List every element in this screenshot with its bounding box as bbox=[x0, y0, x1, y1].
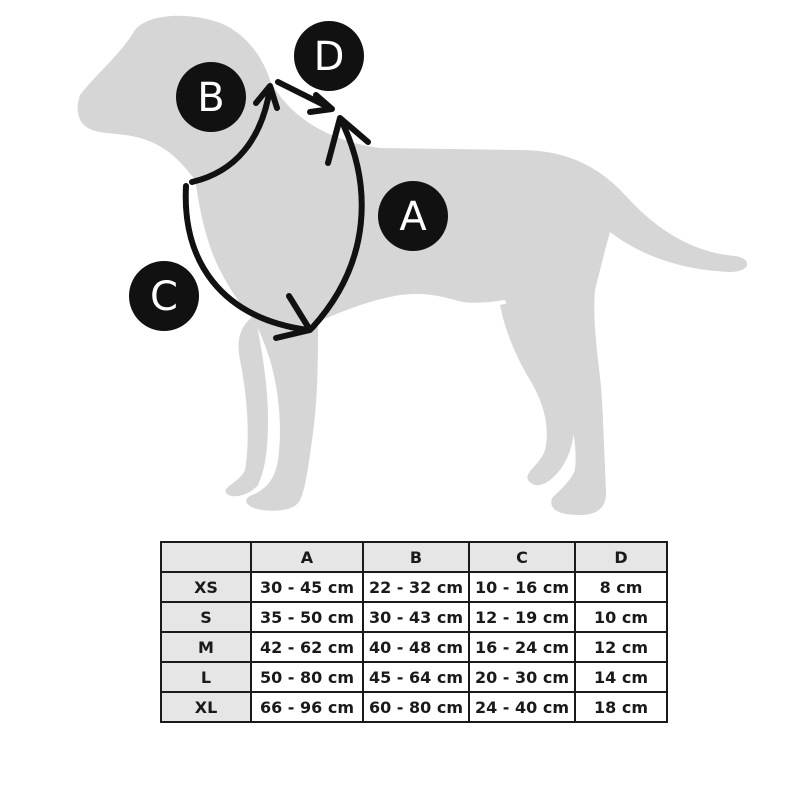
badge-a-circle bbox=[378, 181, 448, 251]
badge-d: D bbox=[294, 21, 364, 91]
badge-d-label: D bbox=[314, 34, 345, 80]
header-b: B bbox=[362, 541, 470, 573]
cell-d: 18 cm bbox=[574, 691, 668, 723]
header-size bbox=[160, 541, 252, 573]
size-chart-body: XS 30 - 45 cm 22 - 32 cm 10 - 16 cm 8 cm… bbox=[160, 571, 668, 723]
size-label: XL bbox=[160, 691, 252, 723]
badge-c-label: C bbox=[150, 274, 178, 320]
badge-c-circle bbox=[129, 261, 199, 331]
cell-a: 50 - 80 cm bbox=[250, 661, 364, 693]
badge-b-label: B bbox=[197, 75, 224, 121]
cell-d: 14 cm bbox=[574, 661, 668, 693]
cell-b: 45 - 64 cm bbox=[362, 661, 470, 693]
size-label: XS bbox=[160, 571, 252, 603]
cell-a: 30 - 45 cm bbox=[250, 571, 364, 603]
size-chart-header: A B C D bbox=[160, 541, 668, 573]
table-row: L 50 - 80 cm 45 - 64 cm 20 - 30 cm 14 cm bbox=[160, 661, 668, 693]
badge-a: A bbox=[378, 181, 448, 251]
cell-a: 35 - 50 cm bbox=[250, 601, 364, 633]
measure-line-b bbox=[189, 85, 273, 185]
size-label: S bbox=[160, 601, 252, 633]
header-row: A B C D bbox=[160, 541, 668, 573]
size-label: L bbox=[160, 661, 252, 693]
dog-front-leg-far bbox=[225, 315, 268, 497]
dog-measurement-diagram: A B C D bbox=[77, 15, 748, 515]
cell-a: 66 - 96 cm bbox=[250, 691, 364, 723]
measure-line-c bbox=[182, 183, 311, 333]
cell-d: 12 cm bbox=[574, 631, 668, 663]
cell-b: 30 - 43 cm bbox=[362, 601, 470, 633]
arrowhead-a bbox=[325, 115, 371, 166]
cell-b: 22 - 32 cm bbox=[362, 571, 470, 603]
measurement-lines bbox=[182, 79, 371, 341]
size-chart-table: A B C D XS 30 - 45 cm 22 - 32 cm 10 - 16… bbox=[160, 541, 668, 723]
cell-b: 60 - 80 cm bbox=[362, 691, 470, 723]
table-row: XL 66 - 96 cm 60 - 80 cm 24 - 40 cm 18 c… bbox=[160, 691, 668, 723]
cell-c: 10 - 16 cm bbox=[468, 571, 576, 603]
cell-d: 8 cm bbox=[574, 571, 668, 603]
badge-b: B bbox=[176, 62, 246, 132]
badge-b-circle bbox=[176, 62, 246, 132]
cell-c: 24 - 40 cm bbox=[468, 691, 576, 723]
header-d: D bbox=[574, 541, 668, 573]
cell-c: 20 - 30 cm bbox=[468, 661, 576, 693]
dog-hind-leg-far bbox=[500, 300, 575, 486]
badge-a-label: A bbox=[399, 194, 427, 240]
cell-c: 12 - 19 cm bbox=[468, 601, 576, 633]
arrowhead-b bbox=[253, 83, 280, 111]
measure-line-d bbox=[275, 79, 333, 111]
header-c: C bbox=[468, 541, 576, 573]
table-row: XS 30 - 45 cm 22 - 32 cm 10 - 16 cm 8 cm bbox=[160, 571, 668, 603]
table-row: M 42 - 62 cm 40 - 48 cm 16 - 24 cm 12 cm bbox=[160, 631, 668, 663]
dog-silhouette bbox=[77, 15, 748, 515]
size-label: M bbox=[160, 631, 252, 663]
table-row: S 35 - 50 cm 30 - 43 cm 12 - 19 cm 10 cm bbox=[160, 601, 668, 633]
cell-a: 42 - 62 cm bbox=[250, 631, 364, 663]
arrowhead-d bbox=[307, 92, 335, 115]
dog-body-shape bbox=[77, 15, 748, 515]
badge-d-circle bbox=[294, 21, 364, 91]
arrowhead-c bbox=[273, 293, 313, 341]
cell-c: 16 - 24 cm bbox=[468, 631, 576, 663]
measure-line-a bbox=[309, 119, 365, 331]
header-a: A bbox=[250, 541, 364, 573]
badge-c: C bbox=[129, 261, 199, 331]
cell-b: 40 - 48 cm bbox=[362, 631, 470, 663]
cell-d: 10 cm bbox=[574, 601, 668, 633]
